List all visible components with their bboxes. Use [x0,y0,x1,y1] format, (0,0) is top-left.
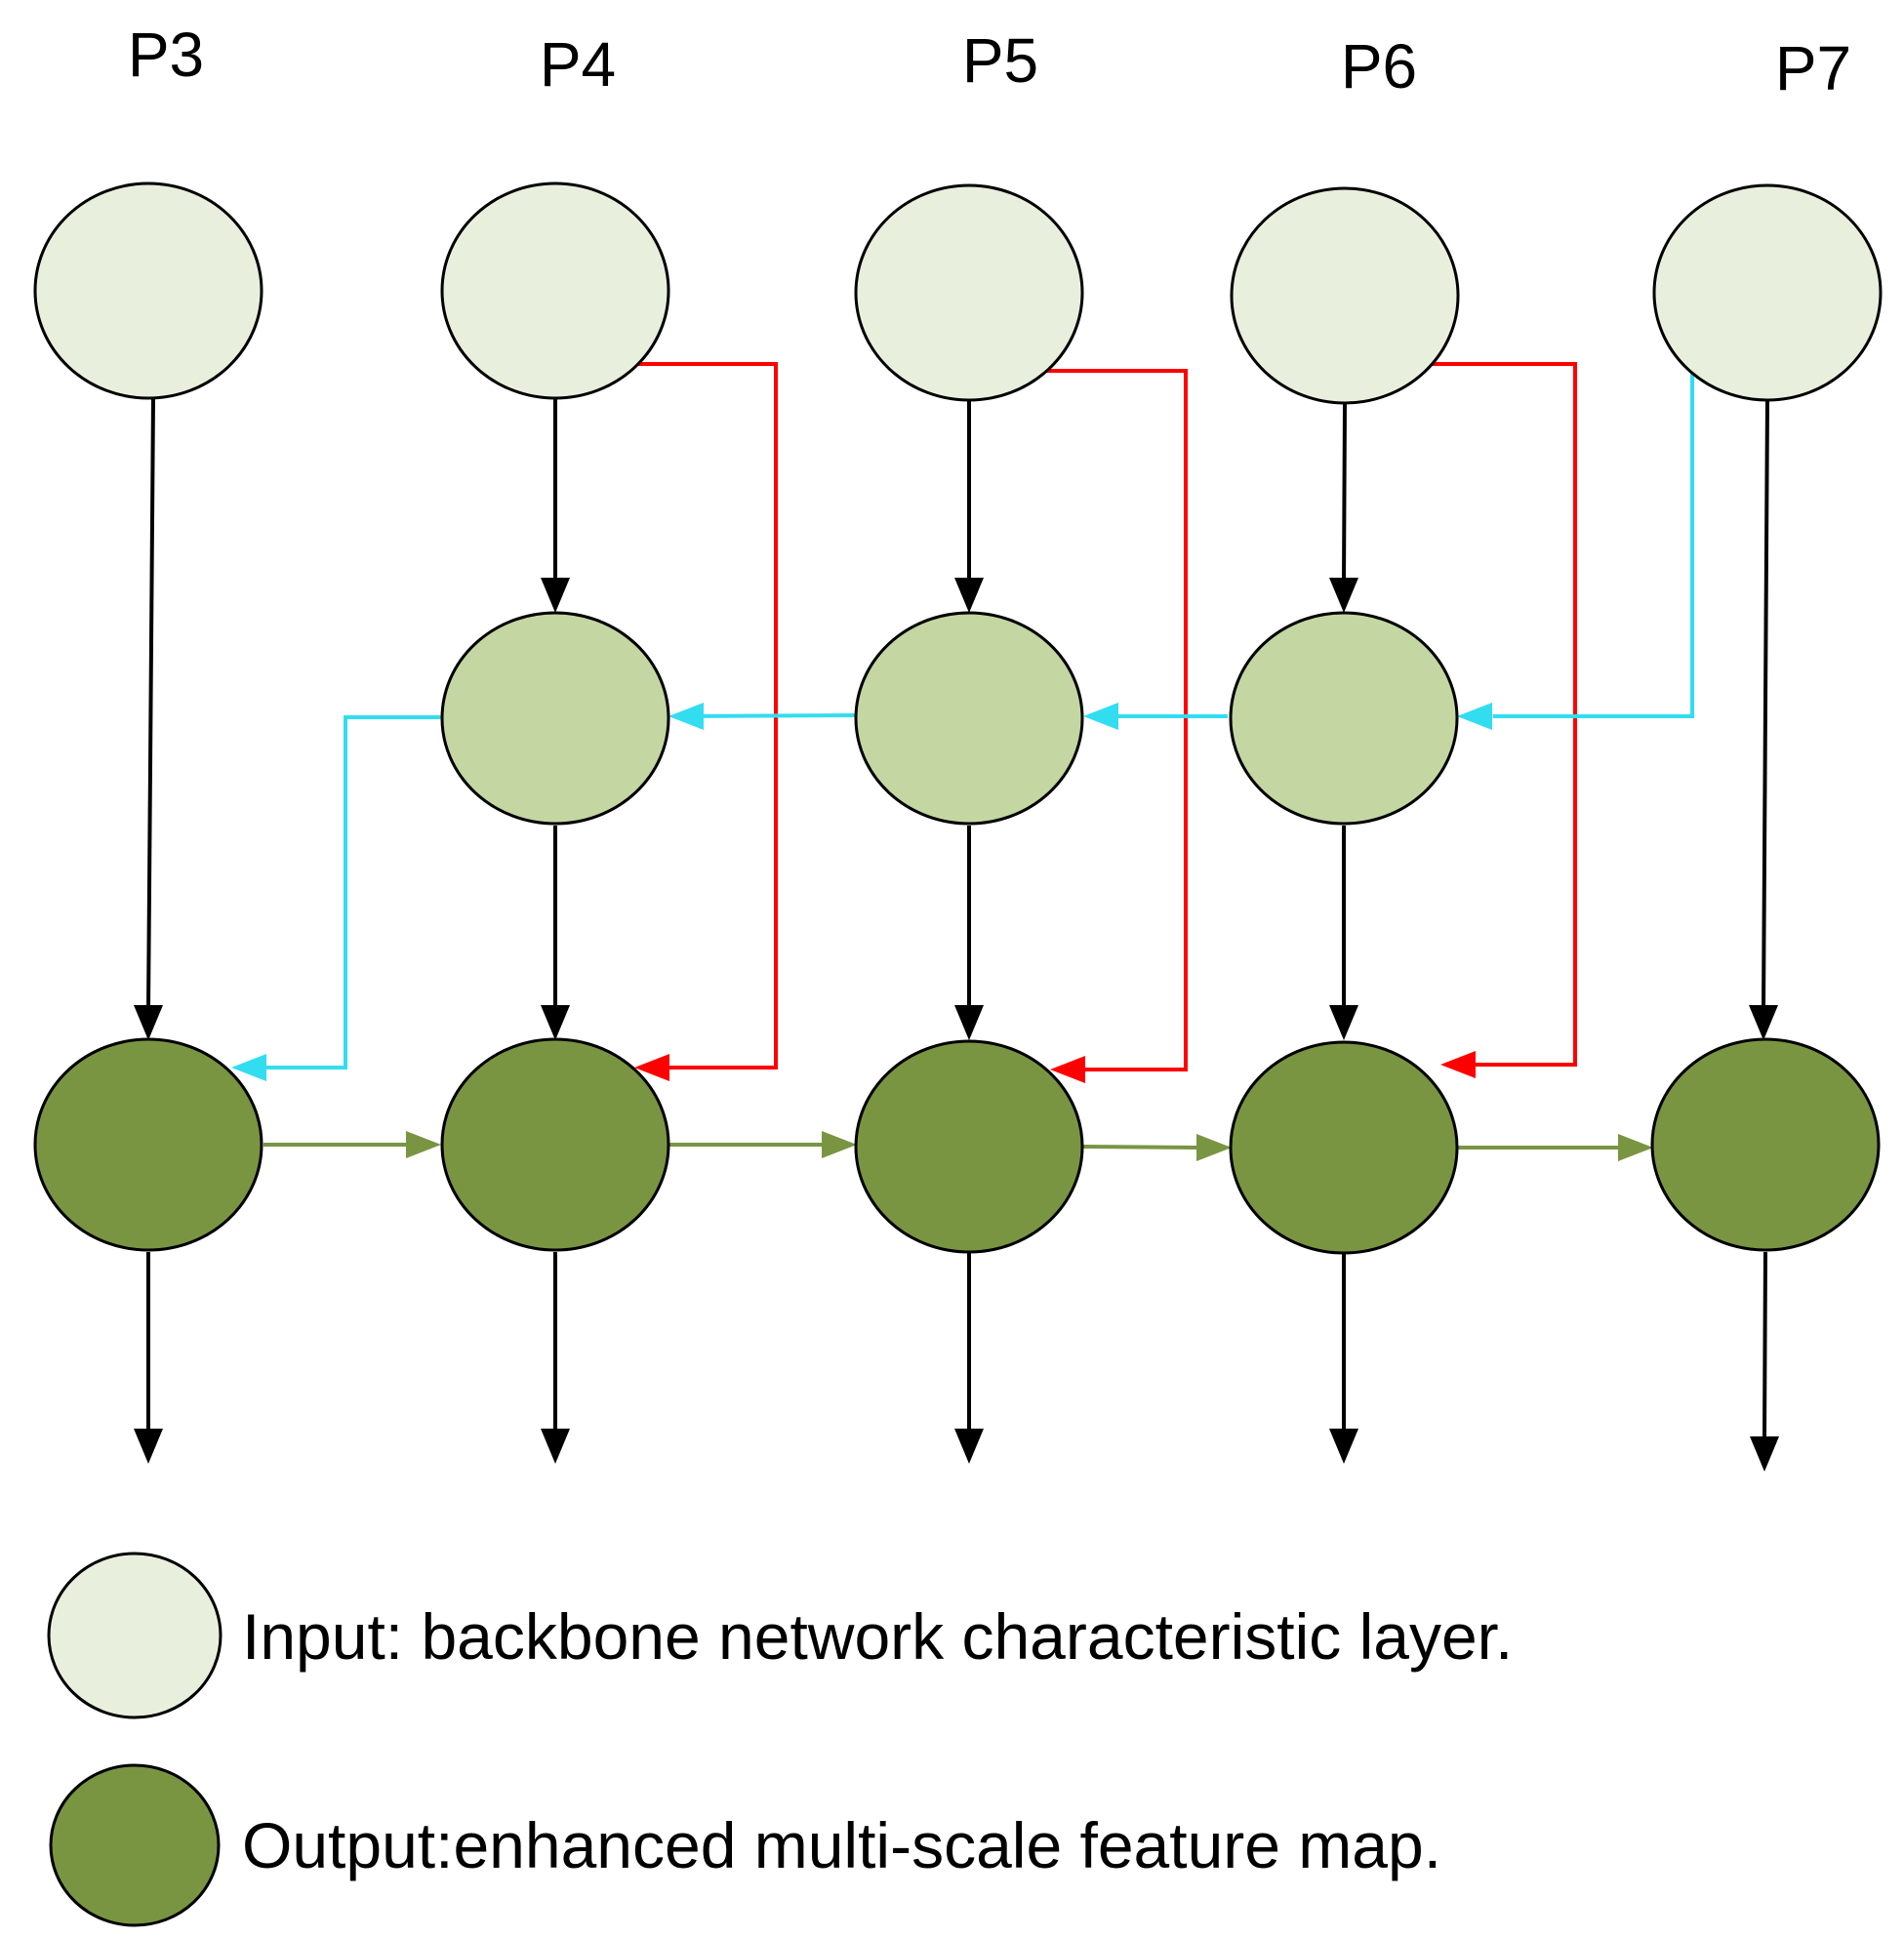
top-down-arrowhead-p4 [668,703,704,730]
top-down-p4-to-p3 [256,715,441,1070]
output-node-p6 [1229,1040,1459,1255]
vertical-arrowhead-p5-mid [954,578,984,613]
vertical-p3-input-to-output [146,397,155,1012]
top-down-p5-to-p4 [682,713,856,718]
output-nodes [33,1037,1881,1255]
legend-input-text: Input: backbone network characteristic l… [242,1600,1513,1673]
column-label-p6: P6 [1341,31,1417,101]
vertical-arrowhead-p6-out [1329,1429,1358,1464]
legend-output-text: Output:enhanced multi-scale feature map. [242,1809,1441,1881]
output-node-p7 [1650,1037,1881,1252]
bottom-up-arrowhead-p7 [1618,1134,1653,1161]
top-down-connections [256,367,1694,1070]
input-node-p4 [440,182,670,400]
skip-connection-p5 [1044,369,1188,1071]
skip-arrowhead-p4 [634,1054,669,1081]
vertical-arrowhead-p6-output [1329,1005,1358,1040]
bottom-up-arrowhead-p4 [406,1131,441,1158]
column-label-p7: P7 [1775,33,1851,103]
top-down-p7-to-p6 [1493,367,1694,718]
column-label-p3: P3 [128,20,204,90]
vertical-p7-out [1762,1251,1767,1441]
intermediate-node-p5 [854,611,1084,826]
bottom-up-connections [263,1143,1622,1150]
vertical-arrowhead-p5-output [954,1005,984,1040]
top-down-arrowhead-p6 [1457,703,1492,730]
column-label-p5: P5 [962,25,1038,96]
skip-arrowhead-p6 [1440,1051,1476,1078]
top-down-arrowheads [231,703,1492,1081]
skip-arrowheads [634,1051,1476,1083]
vertical-arrowhead-p7-output [1749,1005,1778,1040]
column-label-p4: P4 [540,29,616,100]
vertical-arrowhead-p4-output [541,1005,570,1040]
input-node-p3 [33,182,263,400]
output-node-p4 [440,1037,670,1252]
input-nodes [33,182,1883,405]
bottom-up-arrowheads [406,1131,1653,1161]
output-node-p5 [854,1039,1084,1254]
top-down-arrowhead-p3 [231,1054,266,1081]
input-node-p6 [1230,186,1460,405]
skip-arrowhead-p5 [1050,1056,1085,1083]
vertical-connections [146,397,1769,1441]
vertical-arrowhead-p4-mid [541,578,570,613]
vertical-p7-input-to-output [1762,399,1769,1012]
bottom-up-arrowhead-p5 [822,1131,857,1158]
vertical-arrowhead-p3-out [134,1429,163,1464]
vertical-arrowheads [134,578,1779,1472]
bottom-up-p5-to-p6 [1082,1145,1199,1150]
vertical-arrowhead-p7-out [1750,1436,1779,1472]
top-down-arrowhead-p5 [1083,703,1118,730]
legend-input-swatch [47,1552,223,1719]
vertical-arrowhead-p5-out [954,1429,984,1464]
input-node-p7 [1652,183,1883,402]
vertical-arrowhead-p6-mid [1329,578,1358,613]
vertical-p6-input-to-mid [1342,402,1347,585]
bottom-up-arrowhead-p6 [1196,1134,1232,1161]
intermediate-node-p4 [440,611,670,826]
intermediate-nodes [440,611,1459,826]
input-node-p5 [854,183,1084,402]
output-node-p3 [33,1037,263,1252]
intermediate-node-p6 [1229,611,1459,826]
vertical-arrowhead-p4-out [541,1429,570,1464]
legend: Input: backbone network characteristic l… [47,1552,1513,1927]
vertical-arrowhead-p3-output [134,1005,163,1040]
legend-output-swatch [49,1763,221,1927]
